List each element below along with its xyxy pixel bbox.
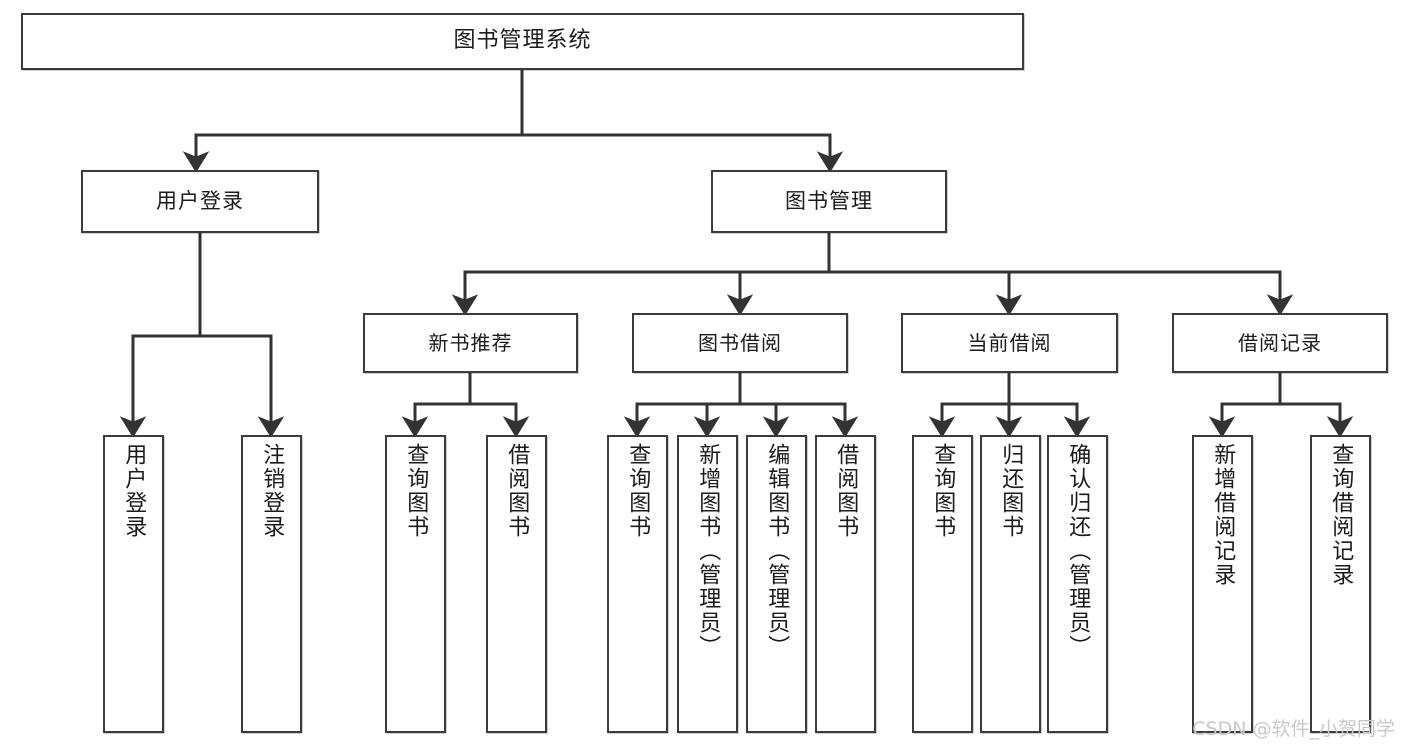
- node-label: 图书借阅: [698, 330, 782, 355]
- node-label: 借阅记录: [1238, 330, 1322, 355]
- node-label: 查询图书: [625, 443, 651, 539]
- leaf-borrow-borrow-book[interactable]: 借阅图书: [815, 435, 876, 733]
- node-label: 用户登录: [156, 188, 244, 213]
- node-label: 当前借阅: [967, 330, 1052, 355]
- node-label: 归还图书: [998, 443, 1024, 539]
- node-label: 查询借阅记录: [1328, 443, 1354, 587]
- leaf-current-search-book[interactable]: 查询图书: [912, 435, 973, 733]
- node-label: 确认归还（管理员）: [1065, 443, 1091, 659]
- leaf-logout[interactable]: 注销登录: [241, 435, 302, 733]
- leaf-borrow-edit-book-admin[interactable]: 编辑图书（管理员）: [746, 435, 807, 733]
- leaf-records-add-record[interactable]: 新增借阅记录: [1192, 435, 1253, 733]
- leaf-recommend-search-book[interactable]: 查询图书: [385, 435, 446, 733]
- leaf-records-search-record[interactable]: 查询借阅记录: [1310, 435, 1371, 733]
- node-label: 借阅图书: [504, 443, 530, 539]
- node-label: 注销登录: [259, 443, 285, 539]
- node-label: 新书推荐: [428, 330, 513, 355]
- leaf-current-confirm-return-admin[interactable]: 确认归还（管理员）: [1047, 435, 1108, 733]
- node-label: 查询图书: [930, 443, 956, 539]
- leaf-user-login[interactable]: 用户登录: [103, 435, 164, 733]
- node-label: 用户登录: [121, 443, 147, 539]
- node-label: 编辑图书（管理员）: [764, 443, 790, 659]
- node-borrow-records[interactable]: 借阅记录: [1172, 313, 1388, 373]
- node-label: 图书管理: [785, 188, 873, 213]
- node-label: 图书管理系统: [453, 28, 592, 54]
- node-root-system[interactable]: 图书管理系统: [21, 13, 1024, 70]
- leaf-borrow-search-book[interactable]: 查询图书: [607, 435, 668, 733]
- node-label: 借阅图书: [833, 443, 859, 539]
- node-book-management[interactable]: 图书管理: [711, 170, 947, 233]
- node-label: 新增借阅记录: [1210, 443, 1236, 587]
- watermark: CSDN @软件_小贺同学: [1192, 718, 1395, 740]
- leaf-borrow-add-book-admin[interactable]: 新增图书（管理员）: [677, 435, 738, 733]
- node-label: 新增图书（管理员）: [695, 443, 721, 659]
- leaf-recommend-borrow-book[interactable]: 借阅图书: [486, 435, 547, 733]
- node-current-borrow[interactable]: 当前借阅: [901, 313, 1118, 373]
- node-new-book-recommend[interactable]: 新书推荐: [363, 313, 578, 373]
- node-book-borrow[interactable]: 图书借阅: [632, 313, 848, 373]
- node-user-login[interactable]: 用户登录: [81, 170, 319, 233]
- node-label: 查询图书: [403, 443, 429, 539]
- leaf-current-return-book[interactable]: 归还图书: [980, 435, 1041, 733]
